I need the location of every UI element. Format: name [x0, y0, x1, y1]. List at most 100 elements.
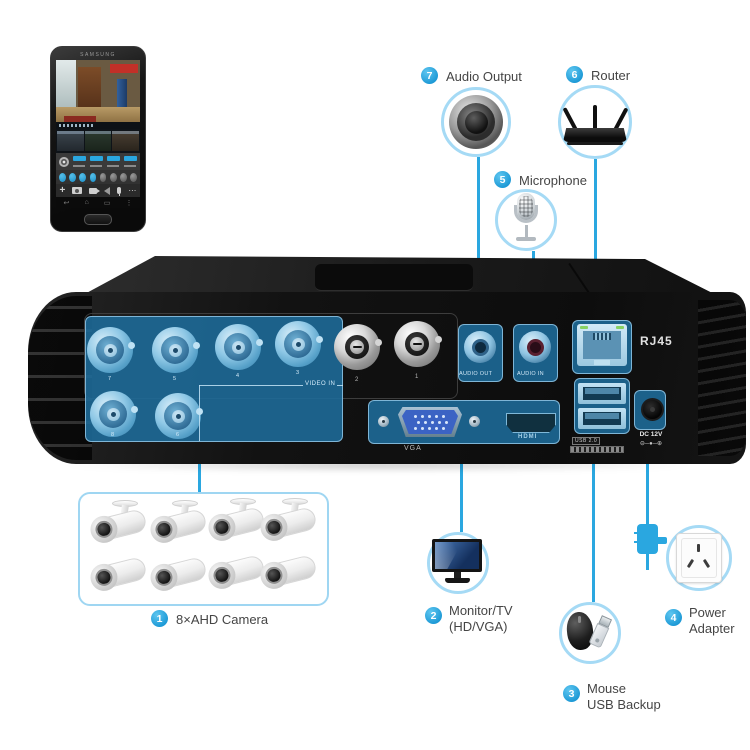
line-power: [646, 453, 649, 524]
ethernet-port: [577, 324, 627, 366]
mouse-circle: [559, 602, 621, 664]
dvr-handle-recess: [315, 264, 473, 291]
speaker-icon[interactable]: [104, 186, 111, 195]
channel-select-row: [56, 170, 140, 184]
line-power-cord: [646, 554, 649, 570]
videocam-icon[interactable]: [89, 187, 101, 194]
quality-button[interactable]: [89, 156, 103, 167]
scene-column: [117, 78, 128, 118]
usb-port-2: [578, 408, 626, 429]
channel-button[interactable]: [59, 172, 66, 182]
record-toggle-icon[interactable]: [59, 156, 69, 167]
callout-badge-4: 4: [665, 609, 682, 626]
phone-brand-label: SAMSUNG: [80, 52, 116, 58]
hdmi-port: [506, 413, 556, 433]
callout-badge-6: 6: [566, 66, 583, 83]
more-icon[interactable]: ⋯: [128, 185, 137, 195]
camera-icon: [257, 546, 320, 592]
audio-out-label: AUDIO OUT: [459, 371, 493, 377]
snapshot-icon[interactable]: [72, 187, 83, 194]
bnc-port-8: [90, 391, 138, 437]
vga-port: [398, 407, 462, 437]
mic-icon[interactable]: [117, 187, 122, 196]
camera-live-view: [56, 60, 140, 122]
channel-button[interactable]: [69, 172, 76, 182]
thumbnail-timestamp-bar: [84, 131, 112, 134]
bnc-number: 3: [296, 370, 300, 376]
audio-output-label: Audio Output: [446, 69, 522, 84]
quality-button[interactable]: [72, 156, 86, 167]
channel-button[interactable]: [130, 172, 137, 182]
add-icon[interactable]: +: [59, 184, 66, 196]
scene-sign: [109, 63, 139, 74]
callout-badge-1: 1: [151, 610, 168, 627]
bnc-port-2: [334, 324, 382, 370]
line-cameras: [198, 442, 201, 492]
vga-screw: [469, 416, 480, 427]
usb-logo-label: USB 2.0: [572, 437, 601, 445]
bnc-port-6: [155, 393, 203, 439]
home-icon[interactable]: ⌂: [84, 199, 89, 206]
audio-in-rca-port: [519, 331, 551, 363]
scene-mat: [64, 115, 97, 122]
camera-icon: [257, 498, 320, 544]
router-icon: [562, 97, 628, 147]
camera-thumbnail[interactable]: [57, 131, 84, 151]
dc-polarity-label: ⊖─●─⊕: [639, 441, 663, 447]
video-in-notch-line: [199, 385, 303, 386]
audio-output-circle: [441, 87, 511, 157]
app-toolbar: + ⋯: [56, 184, 140, 197]
channel-button[interactable]: [120, 172, 127, 182]
channel-button[interactable]: [109, 172, 117, 182]
thumbnail-timestamp-bar: [57, 131, 84, 134]
callout-badge-3: 3: [563, 685, 580, 702]
audio-out-rca-port: [464, 331, 496, 363]
quality-button[interactable]: [123, 156, 137, 167]
bnc-number: 2: [355, 377, 359, 383]
bnc-number: 6: [176, 432, 180, 438]
camera-kit-box: [78, 492, 329, 606]
camera-icon: [147, 548, 210, 594]
scene-door: [56, 60, 77, 122]
stream-quality-row: [56, 153, 140, 170]
video-in-notch-line: [199, 385, 200, 441]
monitor-label: Monitor/TV (HD/VGA): [449, 603, 513, 634]
android-navbar: ↩ ⌂ ▭ ⋮: [56, 197, 140, 208]
bnc-number: 4: [236, 373, 240, 379]
quality-button[interactable]: [106, 156, 120, 167]
line-mouse: [592, 455, 595, 602]
power-label: Power Adapter: [689, 605, 735, 636]
bnc-number: 1: [415, 374, 419, 380]
line-monitor: [460, 444, 463, 532]
recent-icon[interactable]: ▭: [103, 199, 111, 207]
channel-button[interactable]: [89, 172, 97, 182]
line-audio-output: [477, 157, 480, 324]
thumbnail-timestamp-bar: [112, 131, 140, 134]
bnc-number: 5: [173, 376, 177, 382]
bnc-port-5: [152, 327, 200, 373]
video-in-label: VIDEO IN: [305, 381, 336, 387]
ethernet-led: [616, 326, 624, 329]
channel-button[interactable]: [79, 172, 87, 182]
phone-screen: + ⋯ ↩ ⌂ ▭ ⋮: [56, 60, 140, 208]
speaker-icon: [449, 95, 503, 149]
vga-label: VGA: [404, 445, 422, 452]
dvr-right-ribs: [698, 300, 746, 456]
channel-label-marks: [59, 124, 93, 127]
camera-thumbnail[interactable]: [84, 131, 112, 151]
video-in-notch-line: [337, 385, 343, 386]
phone-home-button[interactable]: [84, 214, 112, 225]
router-circle: [558, 85, 632, 159]
hdmi-label: HDMI: [518, 434, 538, 440]
menu-dots-icon[interactable]: ⋮: [125, 199, 133, 207]
channel-button[interactable]: [99, 172, 107, 182]
microphone-icon: [505, 193, 547, 247]
back-icon[interactable]: ↩: [63, 199, 70, 207]
channel-label-bar: [56, 122, 140, 129]
router-label: Router: [591, 68, 631, 83]
camera-thumbnail[interactable]: [112, 131, 140, 151]
bnc-port-1: [394, 321, 442, 367]
power-socket-circle: [666, 525, 732, 591]
bnc-port-7: [87, 327, 135, 373]
